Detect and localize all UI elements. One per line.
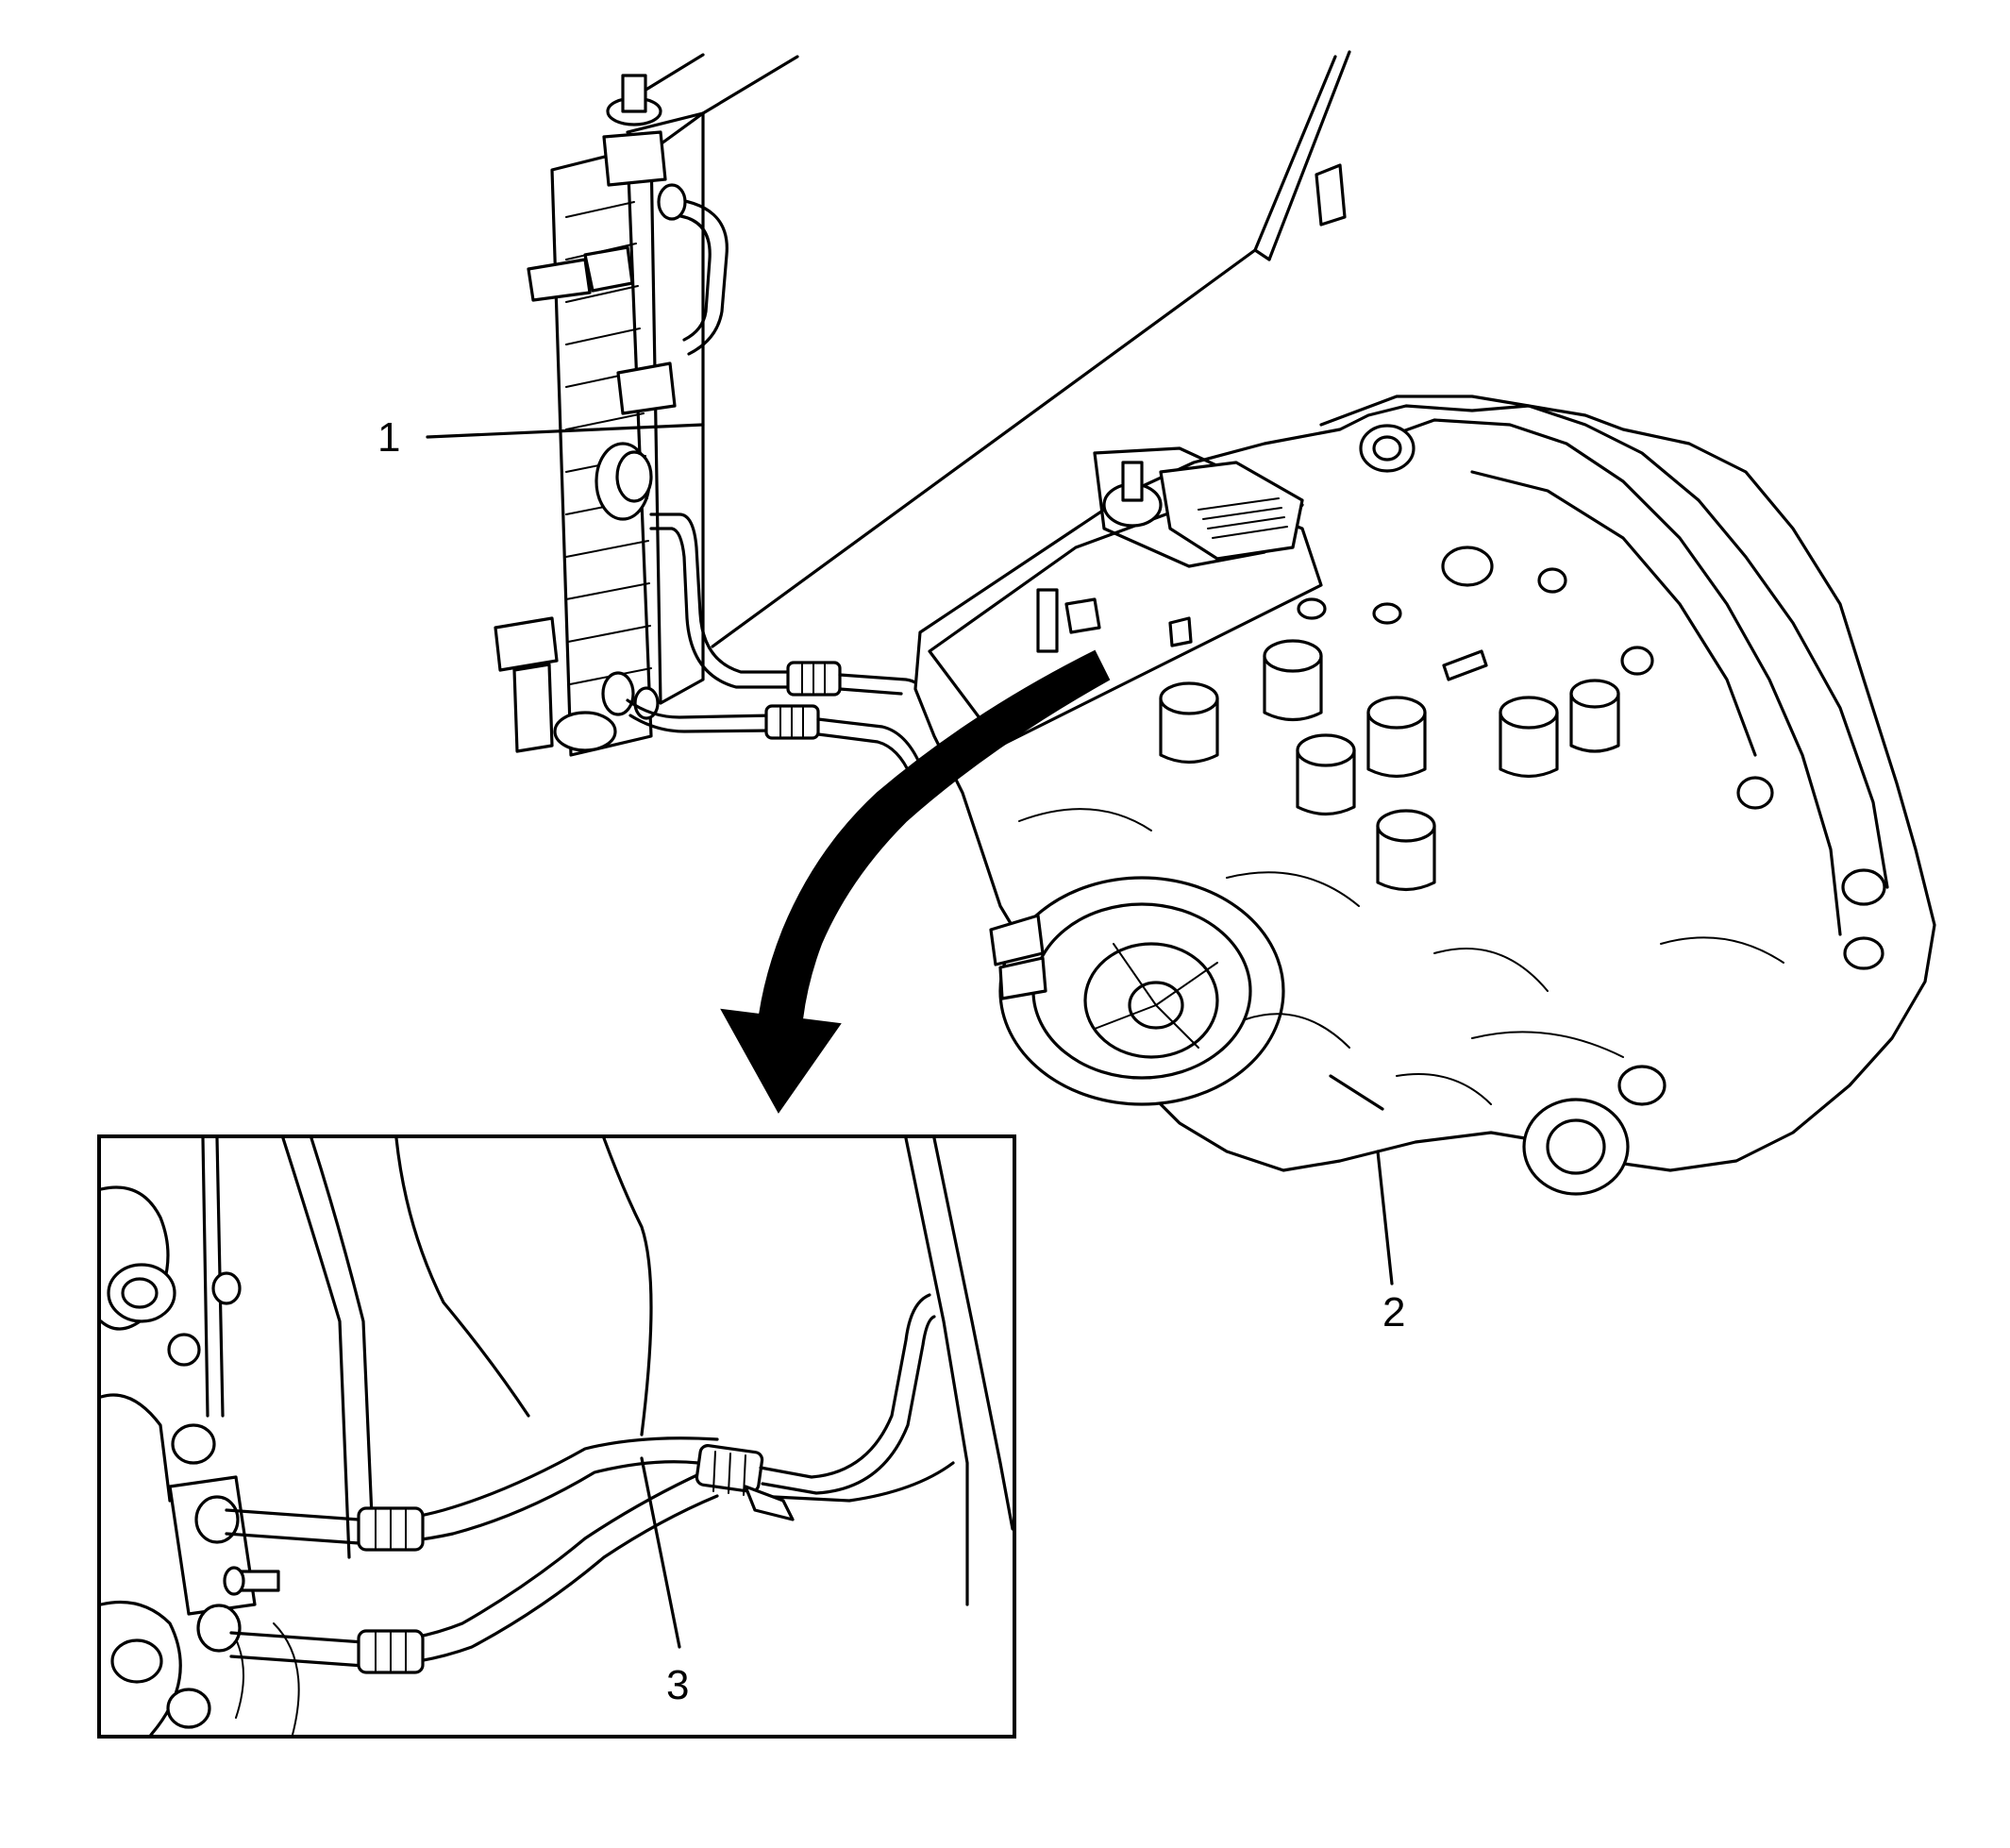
callout-1: 1 <box>377 414 400 461</box>
transaxle <box>913 395 1936 1285</box>
bosses <box>1159 639 1620 892</box>
callout-3: 3 <box>666 1662 689 1708</box>
radiator <box>494 53 799 757</box>
callout-2: 2 <box>1382 1289 1405 1336</box>
frame-lines <box>711 50 1351 648</box>
curved-arrow-icon <box>720 649 1111 1114</box>
detail-inset <box>97 1134 1016 1739</box>
callout-1-leader <box>426 423 705 439</box>
callouts: 1 2 3 <box>377 414 1405 1708</box>
cooler-lines-upper <box>626 512 927 778</box>
